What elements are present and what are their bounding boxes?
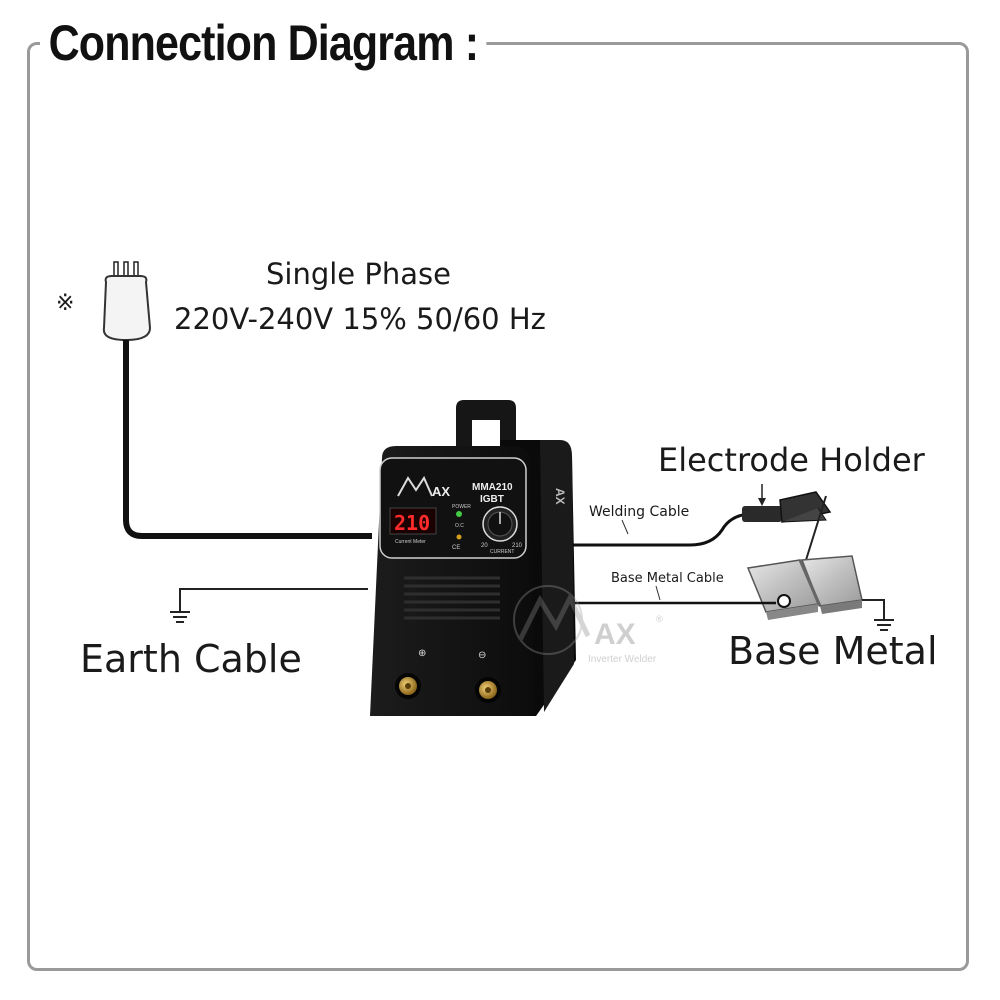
welding-cable-label: Welding Cable (589, 504, 689, 520)
brand-name: AX (432, 484, 450, 499)
earth-cable-label: Earth Cable (80, 637, 302, 681)
power-line-2: 220V-240V 15% 50/60 Hz (174, 302, 546, 336)
knob-min-label: 20 (481, 543, 488, 549)
electrode-holder-icon (742, 491, 832, 561)
power-cord (123, 340, 372, 539)
oc-label: O.C (455, 523, 464, 529)
watermark-reg: ® (656, 614, 663, 624)
current-display: 210 (394, 511, 430, 535)
watermark-brand: AX (594, 618, 636, 651)
diagram-frame (27, 42, 969, 971)
base-metal-label: Base Metal (728, 629, 938, 673)
minus-terminal-label: ⊖ (478, 650, 486, 661)
plus-terminal-label: ⊕ (418, 648, 426, 659)
base-metal-plates (746, 555, 863, 620)
model-name: MMA210 (472, 482, 513, 493)
brand-logo-icon (397, 475, 433, 497)
knob-max-label: 210 (512, 543, 523, 549)
power-indicator-label: POWER (452, 504, 471, 510)
welding-machine: AX AX MMA210 IGBT 210 Current Meter POWE… (370, 400, 576, 716)
base-metal-cable-label: Base Metal Cable (611, 571, 724, 586)
earth-cable (170, 588, 368, 623)
power-plug-icon (102, 261, 152, 342)
model-type: IGBT (480, 494, 504, 505)
current-meter-label: Current Meter (395, 539, 426, 545)
knob-label: CURRENT (490, 549, 514, 555)
page-title: Connection Diagram : (40, 8, 487, 78)
note-symbol: ※ (56, 291, 74, 316)
side-logo: AX (553, 488, 567, 505)
ce-mark: CE (452, 545, 460, 551)
watermark-sub: Inverter Welder (588, 654, 657, 665)
watermark: AX ® Inverter Welder (513, 585, 663, 665)
electrode-holder-label: Electrode Holder (658, 441, 926, 479)
power-line-1: Single Phase (266, 257, 451, 291)
base-metal-cable (572, 594, 894, 631)
power-led-icon (456, 511, 462, 517)
vent-grille (404, 576, 500, 620)
oc-led-icon (456, 534, 462, 540)
welding-cable (572, 512, 749, 547)
